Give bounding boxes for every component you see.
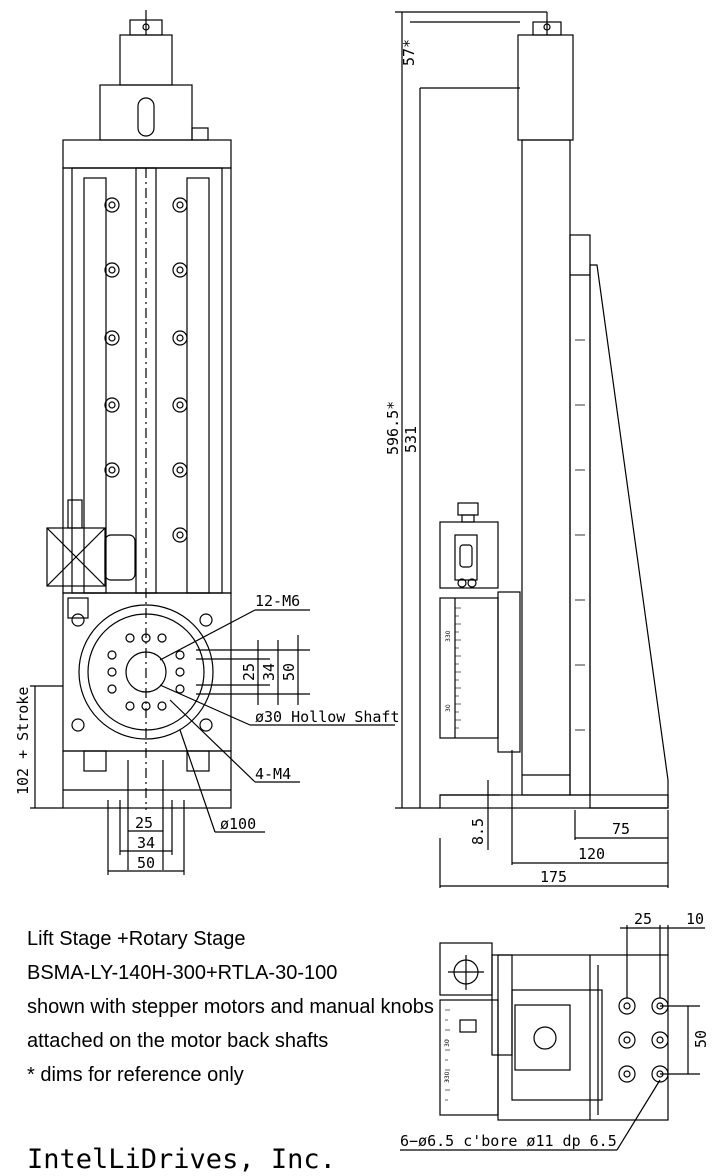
top-dim-50: 50: [692, 1030, 710, 1048]
top-dim-25: 25: [634, 910, 652, 928]
front-callout-shaft: ø30 Hollow Shaft: [255, 708, 400, 726]
side-small-motor: [439, 521, 499, 589]
note-line-2: BSMA-LY-140H-300+RTLA-30-100: [27, 962, 337, 984]
front-dim-50: 50: [137, 854, 155, 872]
top-cbore-holes: [618, 997, 669, 1083]
side-gusset: [589, 264, 669, 809]
front-top-plate: [62, 139, 232, 169]
side-dim-top: 57*: [400, 39, 418, 66]
side-dim-120: 120: [578, 845, 605, 863]
front-motor-top: [119, 34, 173, 86]
front-callout-holes: 12-M6: [255, 592, 300, 610]
side-column: [521, 139, 571, 796]
note-line-1: Lift Stage +Rotary Stage: [27, 928, 245, 950]
front-view: [30, 10, 395, 875]
side-base: [439, 794, 669, 809]
front-callout-m4: 4-M4: [255, 765, 291, 783]
top-scale-330: 330: [444, 1071, 451, 1083]
top-rotary: [439, 999, 499, 1116]
note-line-4: attached on the motor back shafts: [27, 1030, 328, 1052]
top-dim-10: 10: [686, 910, 704, 928]
side-motor: [517, 34, 574, 141]
front-callout-dia: ø100: [220, 815, 256, 833]
top-scale-30: 30: [444, 1039, 451, 1047]
side-dim-total: 596.5*: [384, 401, 402, 455]
top-view: [400, 925, 705, 1151]
company-name: IntelLiDrives, Inc.: [27, 1144, 336, 1175]
front-dim-v-50: 50: [280, 663, 298, 681]
side-dim-175: 175: [540, 868, 567, 886]
front-dim-v-25: 25: [240, 663, 258, 681]
front-disc-holes: [107, 633, 185, 711]
front-motor-body: [99, 84, 193, 141]
note-line-5: * dims for reference only: [27, 1064, 244, 1086]
front-rail-holes: [104, 197, 188, 543]
side-dim-85: 8.5: [469, 818, 487, 845]
top-callout-cbore: 6−ø6.5 c'bore ø11 dp 6.5: [400, 1132, 617, 1150]
side-scale-330: 330: [445, 630, 452, 642]
side-rotary: [439, 597, 499, 739]
front-dim-25: 25: [135, 814, 153, 832]
side-scale: [455, 607, 461, 729]
front-base: [62, 750, 232, 809]
front-dim-34: 34: [137, 834, 155, 852]
side-scale-30: 30: [445, 704, 452, 712]
side-view: [395, 11, 669, 888]
front-dim-v-34: 34: [260, 663, 278, 681]
front-column: [62, 167, 232, 594]
front-hollow-shaft: [125, 651, 167, 693]
note-line-3: shown with stepper motors and manual kno…: [27, 996, 434, 1018]
front-dim-stroke: 102 + Stroke: [14, 687, 32, 795]
front-rotary-disc: [78, 604, 214, 740]
side-dim-531: 531: [402, 426, 420, 453]
side-dim-75: 75: [612, 820, 630, 838]
